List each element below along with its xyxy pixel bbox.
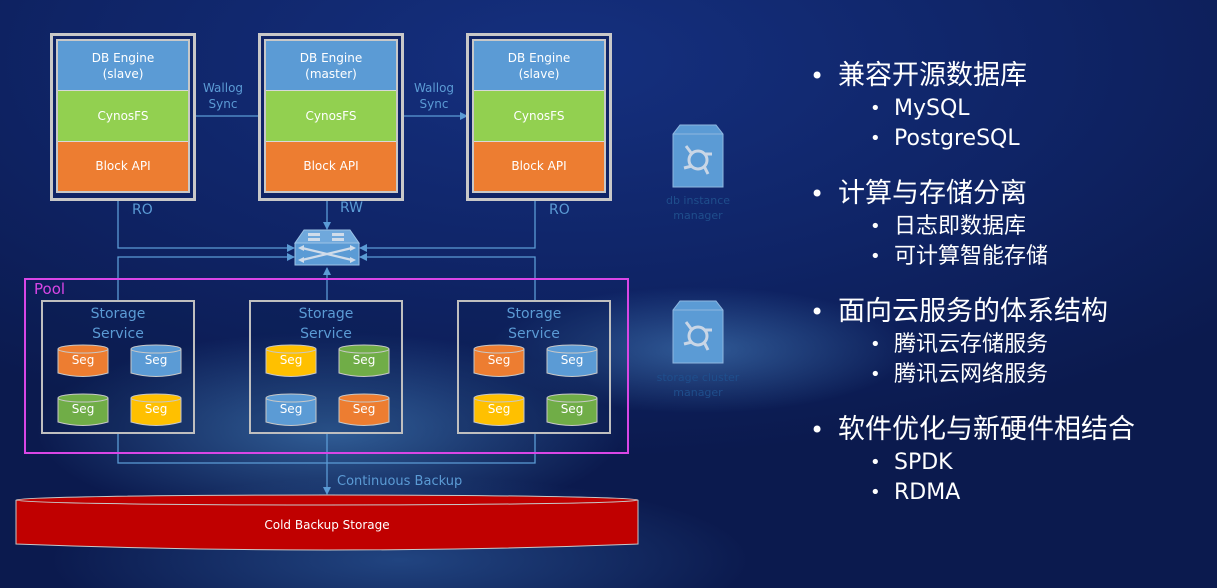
storage-cluster-manager-icon xyxy=(672,300,724,364)
segment: Seg xyxy=(265,344,317,378)
feature-item: RDMA xyxy=(810,478,1135,508)
segment: Seg xyxy=(473,393,525,427)
ro-left-line xyxy=(117,198,295,252)
feature-title: 计算与存储分离 xyxy=(810,176,1135,212)
db-instance-manager-icon xyxy=(672,124,724,188)
segment: Seg xyxy=(546,393,598,427)
feature-group: 面向云服务的体系结构 腾讯云存储服务 腾讯云网络服务 xyxy=(810,294,1135,390)
feature-item: PostgreSQL xyxy=(810,124,1135,154)
cynosfs-layer: CynosFS xyxy=(58,90,188,141)
segment: Seg xyxy=(57,393,109,427)
pool-label: Pool xyxy=(34,280,66,298)
db-engine-layer: DB Engine(slave) xyxy=(474,41,604,91)
segment: Seg xyxy=(130,393,182,427)
segment: Seg xyxy=(57,344,109,378)
block-api-layer: Block API xyxy=(474,140,604,191)
feature-item: SPDK xyxy=(810,448,1135,478)
db-engine-layer: DB Engine(slave) xyxy=(58,41,188,91)
segment: Seg xyxy=(265,393,317,427)
storage-right-line xyxy=(359,253,536,300)
db-node-master: DB Engine(master) CynosFS Block API xyxy=(258,33,404,201)
feature-group: 计算与存储分离 日志即数据库 可计算智能存储 xyxy=(810,176,1135,272)
feature-item: 可计算智能存储 xyxy=(810,242,1135,272)
db-node-slave-right: DB Engine(slave) CynosFS Block API xyxy=(466,33,612,201)
continuous-backup-label: Continuous Backup xyxy=(337,474,463,489)
cold-backup-storage xyxy=(15,494,639,551)
ro-right-line xyxy=(359,198,536,252)
access-label-rw: RW xyxy=(340,200,364,216)
feature-item: MySQL xyxy=(810,94,1135,124)
network-switch-icon xyxy=(294,229,360,266)
cynosfs-layer: CynosFS xyxy=(266,90,396,141)
storage-pool: Pool xyxy=(24,278,629,454)
segment: Seg xyxy=(130,344,182,378)
cold-backup-storage-label: Cold Backup Storage xyxy=(264,518,390,532)
cynosfs-layer: CynosFS xyxy=(474,90,604,141)
feature-title: 面向云服务的体系结构 xyxy=(810,294,1135,330)
segment: Seg xyxy=(338,393,390,427)
feature-item: 日志即数据库 xyxy=(810,212,1135,242)
feature-item: 腾讯云网络服务 xyxy=(810,360,1135,390)
segment: Seg xyxy=(546,344,598,378)
feature-group: 兼容开源数据库 MySQL PostgreSQL xyxy=(810,58,1135,154)
segment: Seg xyxy=(338,344,390,378)
block-api-layer: Block API xyxy=(266,140,396,191)
feature-title: 兼容开源数据库 xyxy=(810,58,1135,94)
feature-item: 腾讯云存储服务 xyxy=(810,330,1135,360)
block-api-layer: Block API xyxy=(58,140,188,191)
feature-title: 软件优化与新硬件相结合 xyxy=(810,412,1135,448)
feature-list: 兼容开源数据库 MySQL PostgreSQL 计算与存储分离 日志即数据库 … xyxy=(810,58,1135,530)
feature-group: 软件优化与新硬件相结合 SPDK RDMA xyxy=(810,412,1135,508)
storage-left-line xyxy=(117,253,295,300)
db-node-slave-left: DB Engine(slave) CynosFS Block API xyxy=(50,33,196,201)
db-engine-layer: DB Engine(master) xyxy=(266,41,396,91)
access-label-ro-right: RO xyxy=(549,202,570,218)
access-label-ro-left: RO xyxy=(132,202,153,218)
segment: Seg xyxy=(473,344,525,378)
